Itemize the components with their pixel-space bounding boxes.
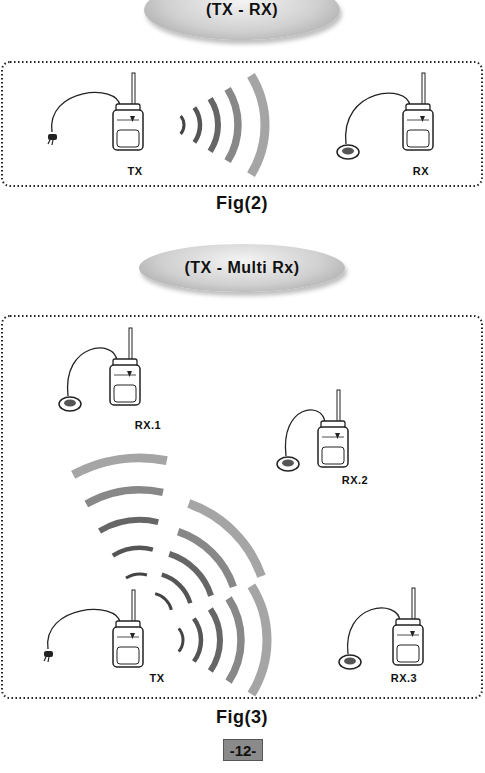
device-label: TX: [149, 672, 164, 684]
radio-wave: [194, 108, 200, 143]
radio-wave: [181, 116, 184, 134]
radio-wave: [126, 574, 147, 578]
section-banner: (TX - Multi Rx): [139, 244, 345, 292]
device-label: TX: [127, 165, 142, 177]
device-label: RX: [413, 165, 429, 177]
banner-text: -12-: [230, 742, 257, 759]
radio-wave: [194, 619, 201, 662]
section-banner: (TX - RX): [144, 0, 340, 40]
radio-wave: [113, 548, 153, 556]
radio-wave: [229, 598, 241, 681]
device-label: RX.3: [391, 672, 417, 684]
transmitter-device: [44, 590, 143, 667]
dotted-frame: [2, 316, 482, 698]
radio-wave: [179, 628, 183, 651]
figure-caption: Fig(3): [216, 707, 268, 728]
radio-wave: [169, 554, 211, 596]
device-label: RX.1: [135, 419, 161, 431]
receiver-device: [337, 73, 433, 159]
radio-wave: [100, 520, 159, 531]
radio-wave: [210, 609, 220, 671]
receiver-device: [59, 328, 140, 411]
dotted-frame: [2, 62, 482, 186]
radio-wave: [251, 586, 267, 694]
figure-caption: Fig(2): [216, 193, 268, 214]
radio-wave: [73, 458, 167, 475]
radio-wave: [178, 532, 233, 587]
radio-wave: [228, 89, 238, 161]
banner-text: (TX - RX): [206, 1, 278, 19]
page-number-box: -12-: [223, 739, 263, 761]
radio-wave: [210, 99, 218, 152]
banner-text: (TX - Multi Rx): [184, 259, 299, 277]
device-label: RX.2: [342, 474, 368, 486]
radio-wave: [86, 490, 163, 504]
transmitter-device: [48, 73, 143, 150]
receiver-device: [277, 390, 348, 471]
radio-wave: [251, 75, 265, 174]
radio-wave: [189, 504, 262, 577]
receiver-device: [339, 588, 423, 669]
radio-wave: [155, 594, 171, 610]
radio-wave: [162, 575, 190, 603]
